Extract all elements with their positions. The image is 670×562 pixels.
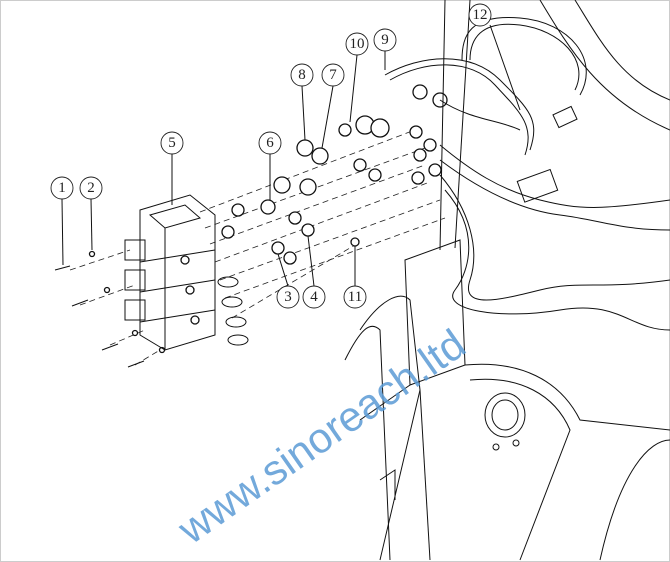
svg-text:4: 4 [310,289,318,305]
svg-text:12: 12 [473,7,488,23]
callout-5: 5 [160,131,184,155]
control-valve-block [124,194,249,351]
svg-text:10: 10 [350,36,365,52]
callout-10: 10 [345,32,369,56]
callout-1: 1 [50,176,74,200]
callout-12: 12 [468,3,492,27]
svg-text:6: 6 [266,135,274,151]
callout-11: 11 [343,285,367,309]
callout-8: 8 [290,63,314,87]
svg-text:11: 11 [348,289,362,305]
callout-7: 7 [321,63,345,87]
svg-text:1: 1 [58,180,66,196]
callout-2: 2 [79,176,103,200]
callout-3: 3 [276,285,300,309]
leader-lines [61,24,521,287]
fittings [221,84,448,265]
callout-4: 4 [302,285,326,309]
bolts [54,250,166,368]
svg-text:2: 2 [87,180,95,196]
hoses [384,0,670,331]
svg-text:5: 5 [168,135,176,151]
svg-text:9: 9 [381,32,389,48]
svg-text:8: 8 [298,67,306,83]
assembly-lines [69,127,446,366]
crane-boom-base [344,0,670,561]
svg-text:3: 3 [284,289,292,305]
callout-9: 9 [373,28,397,52]
svg-text:7: 7 [329,67,337,83]
callout-6: 6 [258,131,282,155]
